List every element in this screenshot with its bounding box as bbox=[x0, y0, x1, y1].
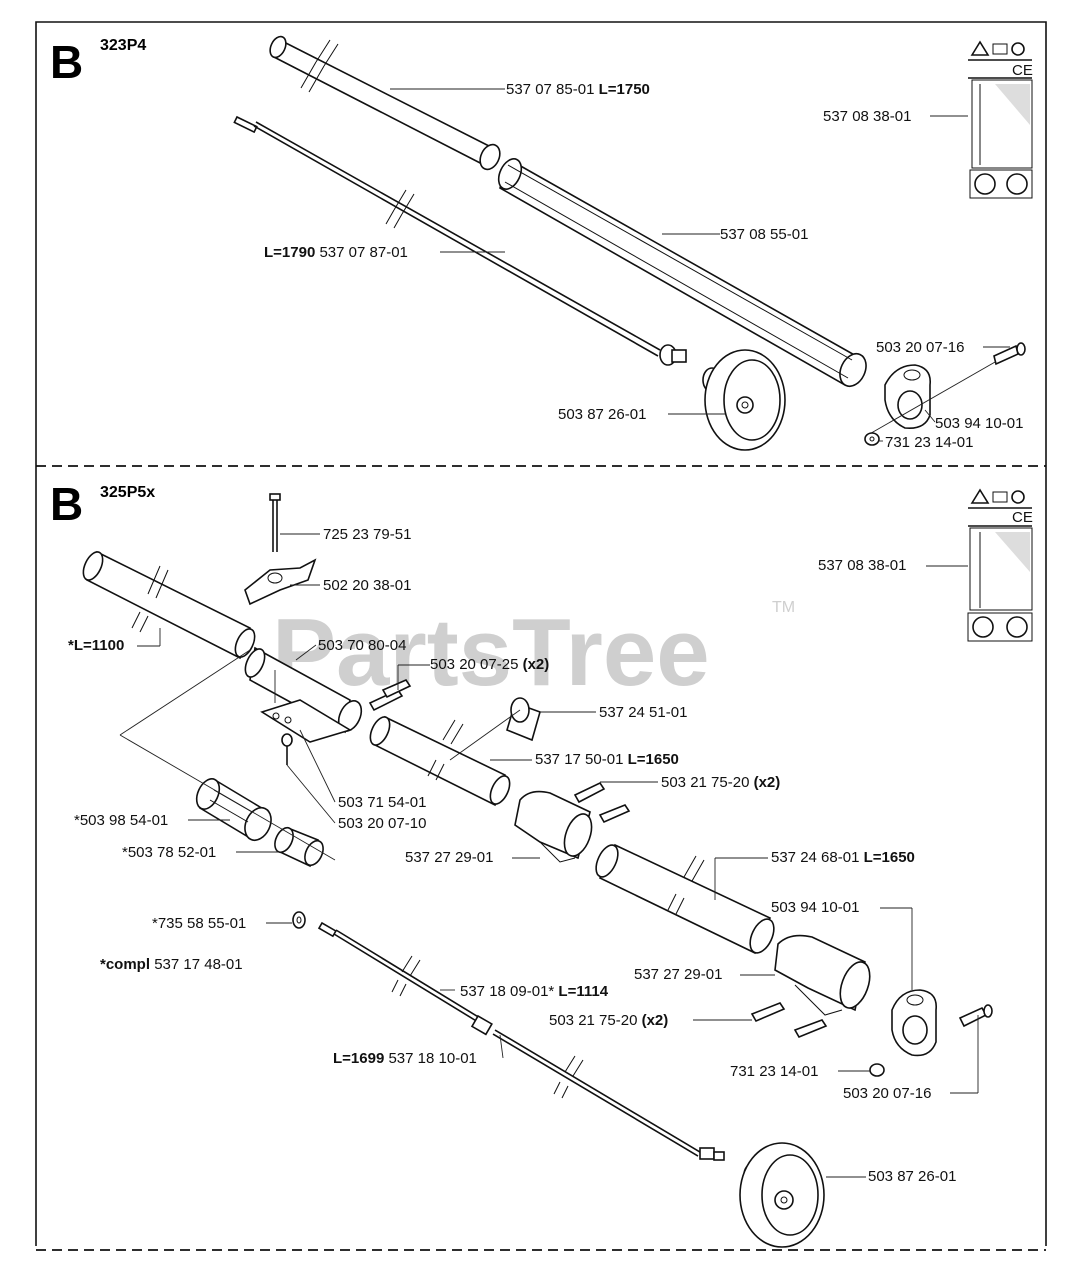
label-nut-2: 731 23 14-01 bbox=[730, 1063, 818, 1080]
section-1-model: 323P4 bbox=[100, 37, 146, 54]
label-screw: 503 20 07-16 bbox=[876, 339, 964, 356]
screw-pair-part bbox=[368, 678, 412, 712]
svg-text:*compl 537 17 48-01: *compl 537 17 48-01 bbox=[100, 956, 243, 973]
svg-text:503 20 07-25 (x2): 503 20 07-25 (x2) bbox=[430, 656, 549, 673]
label-drum-2: 503 87 26-01 bbox=[868, 1168, 956, 1185]
upper-tube-part bbox=[82, 550, 256, 660]
label-shaft-a: 537 18 09-01* bbox=[460, 983, 554, 1000]
label-knob: 502 20 38-01 bbox=[323, 577, 411, 594]
label-bracket: 503 94 10-01 bbox=[935, 415, 1023, 432]
svg-text:537 17 50-01 L=1650: 537 17 50-01 L=1650 bbox=[535, 751, 679, 768]
shaft-a-part bbox=[317, 921, 493, 1036]
outer-tube-part bbox=[269, 35, 501, 172]
svg-text:L=1699 537 18 10-01: L=1699 537 18 10-01 bbox=[333, 1050, 477, 1067]
drum-part bbox=[702, 349, 786, 451]
label-sleeve: 537 24 51-01 bbox=[599, 704, 687, 721]
label-decal: 537 08 38-01 bbox=[823, 108, 911, 125]
watermark-tm: TM bbox=[772, 599, 795, 616]
label-compl-bold: *compl bbox=[100, 956, 150, 973]
label-mid-tube-len: L=1650 bbox=[628, 751, 679, 768]
label-bracket-2: 503 94 10-01 bbox=[771, 899, 859, 916]
bracket-part bbox=[884, 364, 932, 430]
label-compl: 537 17 48-01 bbox=[154, 956, 242, 973]
screw-2-part bbox=[958, 1004, 993, 1028]
label-clamp: 503 70 80-04 bbox=[318, 637, 406, 654]
label-screw-pair-qty: (x2) bbox=[523, 656, 550, 673]
nut-part bbox=[864, 432, 880, 446]
svg-text:503 21 75-20 (x2): 503 21 75-20 (x2) bbox=[549, 1012, 668, 1029]
label-screw-small: 503 20 07-10 bbox=[338, 815, 426, 832]
label-washer: *735 58 55-01 bbox=[152, 915, 246, 932]
frame-border bbox=[35, 21, 1047, 1246]
label-bushing: *503 78 52-01 bbox=[122, 844, 216, 861]
label-tube-len: *L=1100 bbox=[68, 637, 124, 654]
label-screw-pair-3-qty: (x2) bbox=[642, 1012, 669, 1029]
label-lower-tube: 537 24 68-01 bbox=[771, 849, 859, 866]
svg-text:537 07 85-01 L=1750: 537 07 85-01 L=1750 bbox=[506, 81, 650, 98]
svg-text:L=1790 537 07 87-01: L=1790 537 07 87-01 bbox=[264, 244, 408, 261]
inner-tube-part bbox=[497, 158, 867, 388]
label-screw-pair-2-qty: (x2) bbox=[754, 774, 781, 791]
bearing-part bbox=[195, 778, 272, 842]
svg-text:537 18 09-01* L=1114: 537 18 09-01* L=1114 bbox=[460, 983, 609, 1000]
bracket-2-part bbox=[891, 989, 937, 1057]
label-shaft-b-len: L=1699 bbox=[333, 1050, 384, 1067]
sleeve-part bbox=[506, 697, 541, 742]
section-1-letter: B bbox=[50, 36, 83, 88]
screw-small-part bbox=[281, 733, 293, 765]
label-outer-tube: 537 07 85-01 bbox=[506, 81, 594, 98]
bushing-part bbox=[274, 826, 324, 868]
clamp-part bbox=[244, 646, 363, 743]
label-bolt: 725 23 79-51 bbox=[323, 526, 411, 543]
screw-pair-3-part bbox=[750, 1002, 828, 1039]
screw-part bbox=[865, 342, 1026, 437]
svg-text:537 24 68-01 L=1650: 537 24 68-01 L=1650 bbox=[771, 849, 915, 866]
label-outer-tube-len: L=1750 bbox=[599, 81, 650, 98]
ce-mark: CE bbox=[1012, 62, 1033, 79]
label-shaft-a-len: L=1114 bbox=[558, 983, 608, 1000]
bolt-part bbox=[269, 493, 281, 552]
shaft-b-part bbox=[492, 1029, 725, 1161]
knob-part bbox=[244, 558, 317, 606]
coupling-part bbox=[514, 790, 593, 863]
warning-decal-2: CE bbox=[967, 488, 1033, 642]
label-shaft-len: L=1790 bbox=[264, 244, 315, 261]
warning-decal: CE bbox=[968, 40, 1033, 199]
shaft-part bbox=[233, 115, 687, 366]
washer-part bbox=[292, 911, 306, 929]
label-coupling: 537 27 29-01 bbox=[405, 849, 493, 866]
drum-2-part bbox=[739, 1142, 825, 1248]
label-shaft: 537 07 87-01 bbox=[319, 244, 407, 261]
label-nut: 731 23 14-01 bbox=[885, 434, 973, 451]
label-lower-tube-len: L=1650 bbox=[864, 849, 915, 866]
label-coupling-2: 537 27 29-01 bbox=[634, 966, 722, 983]
label-bearing: *503 98 54-01 bbox=[74, 812, 168, 829]
label-screw-pair: 503 20 07-25 bbox=[430, 656, 518, 673]
label-shaft-b: 537 18 10-01 bbox=[388, 1050, 476, 1067]
label-mid-tube: 537 17 50-01 bbox=[535, 751, 623, 768]
ce-mark-2: CE bbox=[1012, 509, 1033, 526]
label-screw-pair-2: 503 21 75-20 bbox=[661, 774, 749, 791]
svg-text:503 21 75-20 (x2): 503 21 75-20 (x2) bbox=[661, 774, 780, 791]
screw-pair-2-part bbox=[573, 781, 631, 824]
label-drum: 503 87 26-01 bbox=[558, 406, 646, 423]
label-decal-2: 537 08 38-01 bbox=[818, 557, 906, 574]
label-screw-2: 503 20 07-16 bbox=[843, 1085, 931, 1102]
label-plate: 503 71 54-01 bbox=[338, 794, 426, 811]
watermark-text: PartsTree bbox=[272, 599, 710, 706]
label-screw-pair-3: 503 21 75-20 bbox=[549, 1012, 637, 1029]
coupling-2-part bbox=[774, 934, 871, 1016]
section-2-model: 325P5x bbox=[100, 484, 155, 501]
nut-2-part bbox=[869, 1063, 885, 1077]
lower-tube-part bbox=[595, 843, 775, 955]
section-2-letter: B bbox=[50, 478, 83, 530]
mid-tube-part bbox=[369, 715, 511, 807]
label-inner-tube: 537 08 55-01 bbox=[720, 226, 808, 243]
